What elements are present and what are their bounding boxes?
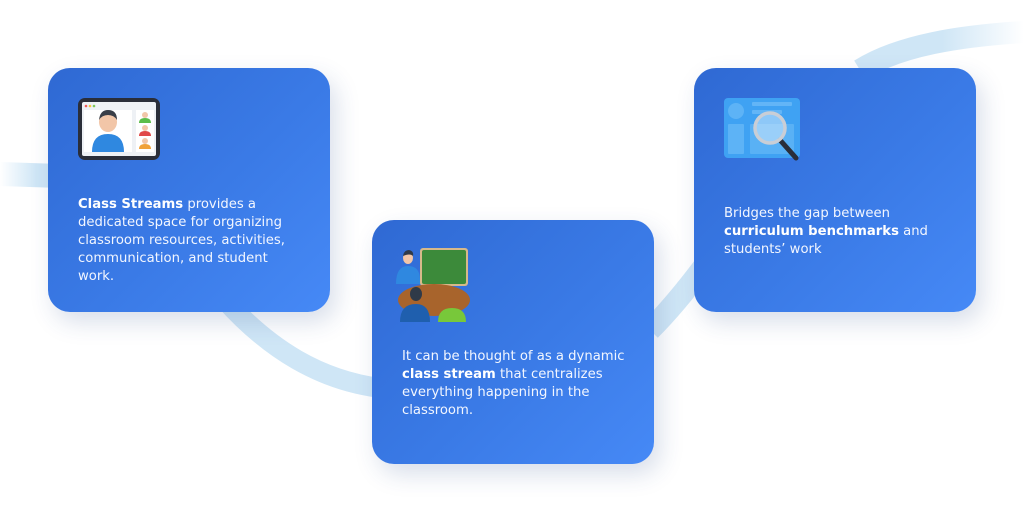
video-conference-icon <box>76 96 162 166</box>
feature-card-dynamic-stream: It can be thought of as a dynamic class … <box>372 220 654 464</box>
card-description: It can be thought of as a dynamic class … <box>402 348 632 420</box>
card-description: Bridges the gap between curriculum bench… <box>724 205 954 259</box>
feature-card-benchmarks: Bridges the gap between curriculum bench… <box>694 68 976 312</box>
highlight-term: class stream <box>402 367 496 382</box>
description-text: Bridges the gap between <box>724 206 890 221</box>
highlight-term: curriculum benchmarks <box>724 224 899 239</box>
description-text: provides a dedicated space for organizin… <box>78 197 285 284</box>
highlight-term: Class Streams <box>78 197 184 212</box>
card-description: Class Streams provides a dedicated space… <box>78 196 308 286</box>
description-text: that centralizes everything happening in… <box>402 367 603 418</box>
description-text: and students’ work <box>724 224 928 257</box>
teacher-classroom-icon <box>394 244 474 324</box>
document-magnifier-icon <box>722 96 808 166</box>
description-text: It can be thought of as a dynamic <box>402 349 625 364</box>
feature-card-class-streams: Class Streams provides a dedicated space… <box>48 68 330 312</box>
